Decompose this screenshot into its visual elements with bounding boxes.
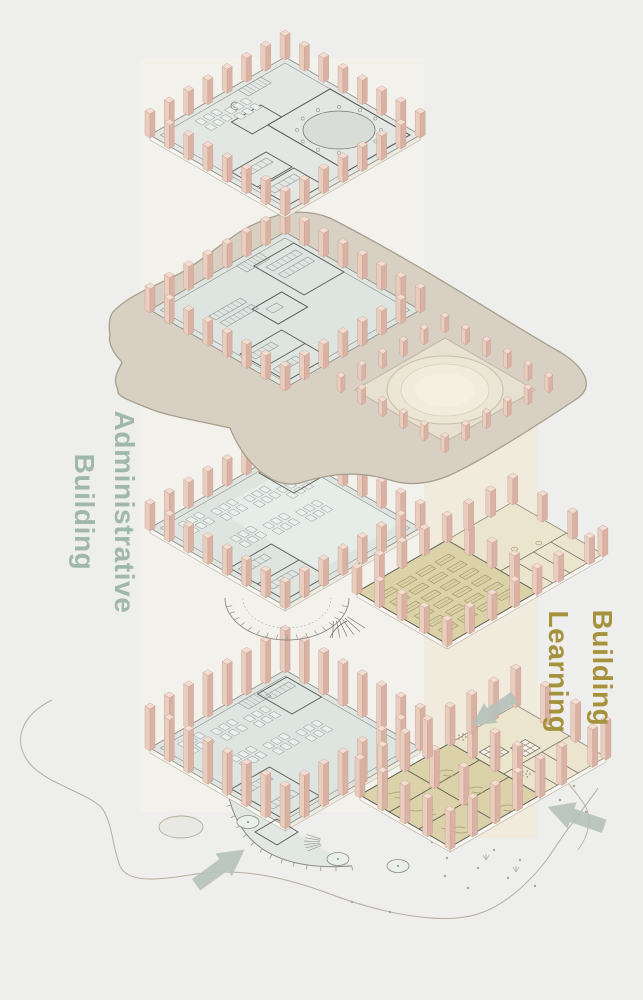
entrance-arrow: [547, 802, 607, 834]
entrance-arrow: [472, 691, 518, 726]
label-learning-building-line2: Building: [587, 609, 618, 727]
floor-learning-ground: [354, 663, 612, 853]
floor-learning-level2: [351, 472, 609, 650]
floor-admin-level2: [144, 204, 426, 392]
label-administrative-building-line2: Building: [69, 453, 100, 571]
entrance-arrow: [191, 849, 245, 891]
label-learning-building-line1: Learning: [543, 610, 574, 734]
floor-admin-ground: [144, 624, 426, 873]
label-administrative-building-line1: Administrative: [109, 410, 140, 614]
dome-rooflight: [336, 311, 554, 454]
floor-admin-level3: [144, 29, 426, 219]
